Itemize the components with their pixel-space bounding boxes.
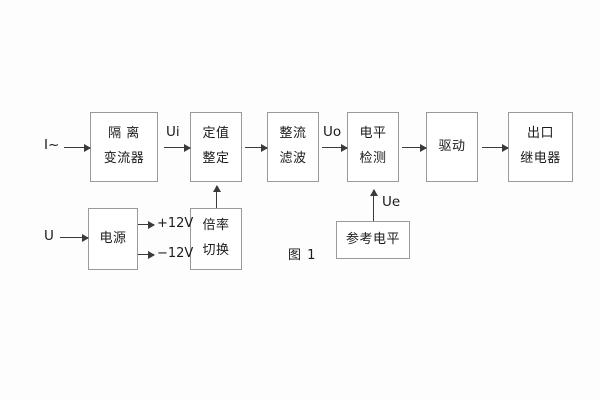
block-isolation-ct: 隔 离 变流器 bbox=[90, 112, 158, 182]
block-output-relay-line-1: 出口 bbox=[526, 126, 554, 142]
connector-ratio-switch-to-setting-value bbox=[212, 185, 221, 208]
current-input-label: I~ bbox=[44, 137, 60, 153]
block-power-supply: 电源 bbox=[88, 208, 138, 270]
connector-level-detect-to-drive bbox=[402, 143, 427, 152]
block-setting-value-line-2: 整定 bbox=[202, 151, 230, 166]
connector-power-supply-to-rail-pos bbox=[138, 220, 155, 229]
block-power-supply-line-1: 电源 bbox=[99, 230, 127, 246]
block-reference-level-line-1: 参考电平 bbox=[345, 231, 400, 247]
connector-current-input-to-isolation-ct bbox=[64, 143, 91, 152]
block-isolation-ct-line-2: 变流器 bbox=[103, 151, 145, 166]
block-rectify-filter: 整流 滤波 bbox=[267, 112, 319, 182]
block-rectify-filter-line-2: 滤波 bbox=[279, 151, 307, 166]
block-setting-value-line-1: 定值 bbox=[202, 126, 230, 142]
connector-power-supply-to-rail-neg bbox=[138, 250, 155, 259]
connector-isolation-ct-to-setting-value bbox=[164, 143, 191, 152]
block-setting-value: 定值 整定 bbox=[190, 112, 242, 182]
power-rail-label-positive: +12V bbox=[157, 216, 194, 231]
connector-voltage-input-to-power-supply bbox=[60, 233, 89, 242]
block-rectify-filter-line-1: 整流 bbox=[279, 126, 307, 142]
block-output-relay: 出口 继电器 bbox=[508, 112, 573, 182]
block-level-detect-line-1: 电平 bbox=[359, 126, 387, 142]
power-rail-label-negative: −12V bbox=[157, 246, 194, 261]
block-drive: 驱动 bbox=[426, 112, 478, 182]
block-ratio-switch-line-1: 倍率 bbox=[202, 218, 230, 234]
block-level-detect-line-2: 检测 bbox=[359, 151, 387, 166]
signal-label-ui: Ui bbox=[166, 124, 180, 140]
voltage-input-label: U bbox=[44, 228, 54, 244]
connector-reference-level-to-level-detect bbox=[369, 189, 378, 221]
block-ratio-switch-line-2: 切换 bbox=[202, 243, 230, 258]
block-level-detect: 电平 检测 bbox=[347, 112, 399, 182]
block-isolation-ct-line-1: 隔 离 bbox=[108, 126, 140, 142]
figure-caption: 图 1 bbox=[288, 248, 317, 263]
block-reference-level: 参考电平 bbox=[336, 221, 410, 259]
connector-setting-value-to-rectify-filter bbox=[245, 143, 268, 152]
block-output-relay-line-2: 继电器 bbox=[520, 151, 561, 166]
connector-rectify-filter-to-level-detect bbox=[322, 143, 348, 152]
connector-drive-to-output-relay bbox=[482, 143, 509, 152]
block-ratio-switch: 倍率 切换 bbox=[190, 208, 242, 270]
signal-label-uo: Uo bbox=[323, 124, 342, 140]
signal-label-ue: Ue bbox=[382, 194, 401, 210]
block-drive-line-1: 驱动 bbox=[438, 138, 466, 154]
